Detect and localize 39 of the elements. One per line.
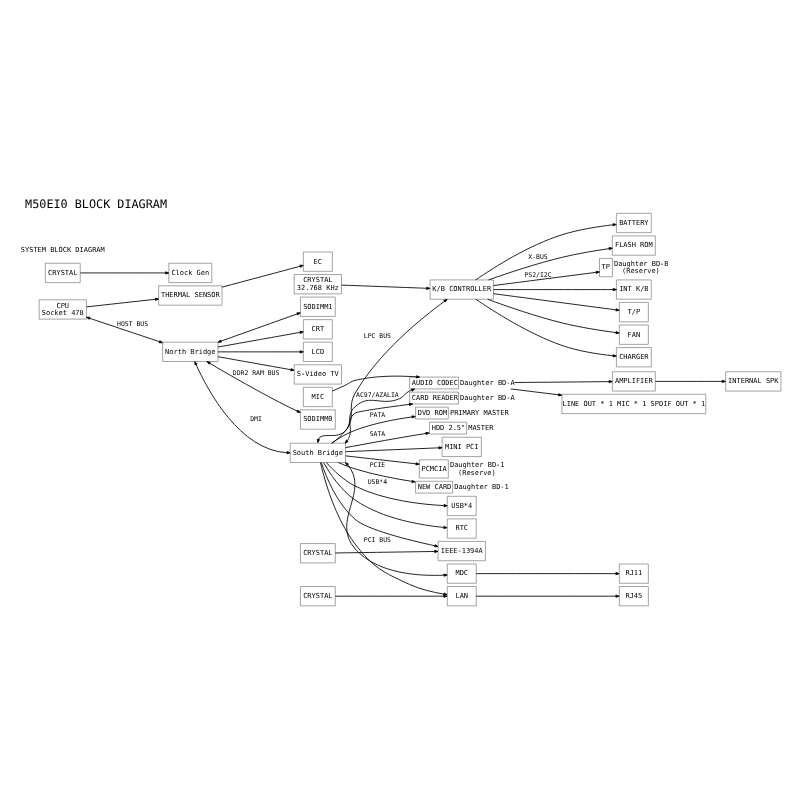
arrow [332,401,414,443]
arrow [331,414,416,443]
arrow [217,349,304,353]
arrow [493,292,620,311]
arrow [475,222,617,280]
arrow [488,246,613,280]
arrow [475,571,620,575]
arrow [86,296,160,307]
arrow [79,270,170,274]
arrow [316,297,448,443]
arrow [345,461,448,576]
arrow [320,461,448,595]
arrow [194,360,291,454]
arrow [510,387,563,396]
arrow [334,593,448,597]
arrow [334,548,439,553]
arrow [513,379,613,383]
arrow [331,374,421,391]
arrow [217,329,304,347]
arrow [345,454,420,465]
arrow [337,461,416,482]
arrow [345,445,443,452]
arrow [320,461,439,547]
arrow [655,378,726,382]
arrow [323,461,448,528]
arrow [86,315,163,343]
arrow [206,360,301,412]
arrow [325,461,448,507]
arrow [493,287,617,291]
arrow [475,297,617,357]
arrow [487,297,620,334]
arrow [475,593,620,597]
arrow [345,430,430,448]
arrow [341,283,431,289]
arrow [217,355,295,371]
arrow [344,387,416,443]
arrow [221,263,304,287]
arrow [493,269,600,285]
arrow [217,311,301,342]
